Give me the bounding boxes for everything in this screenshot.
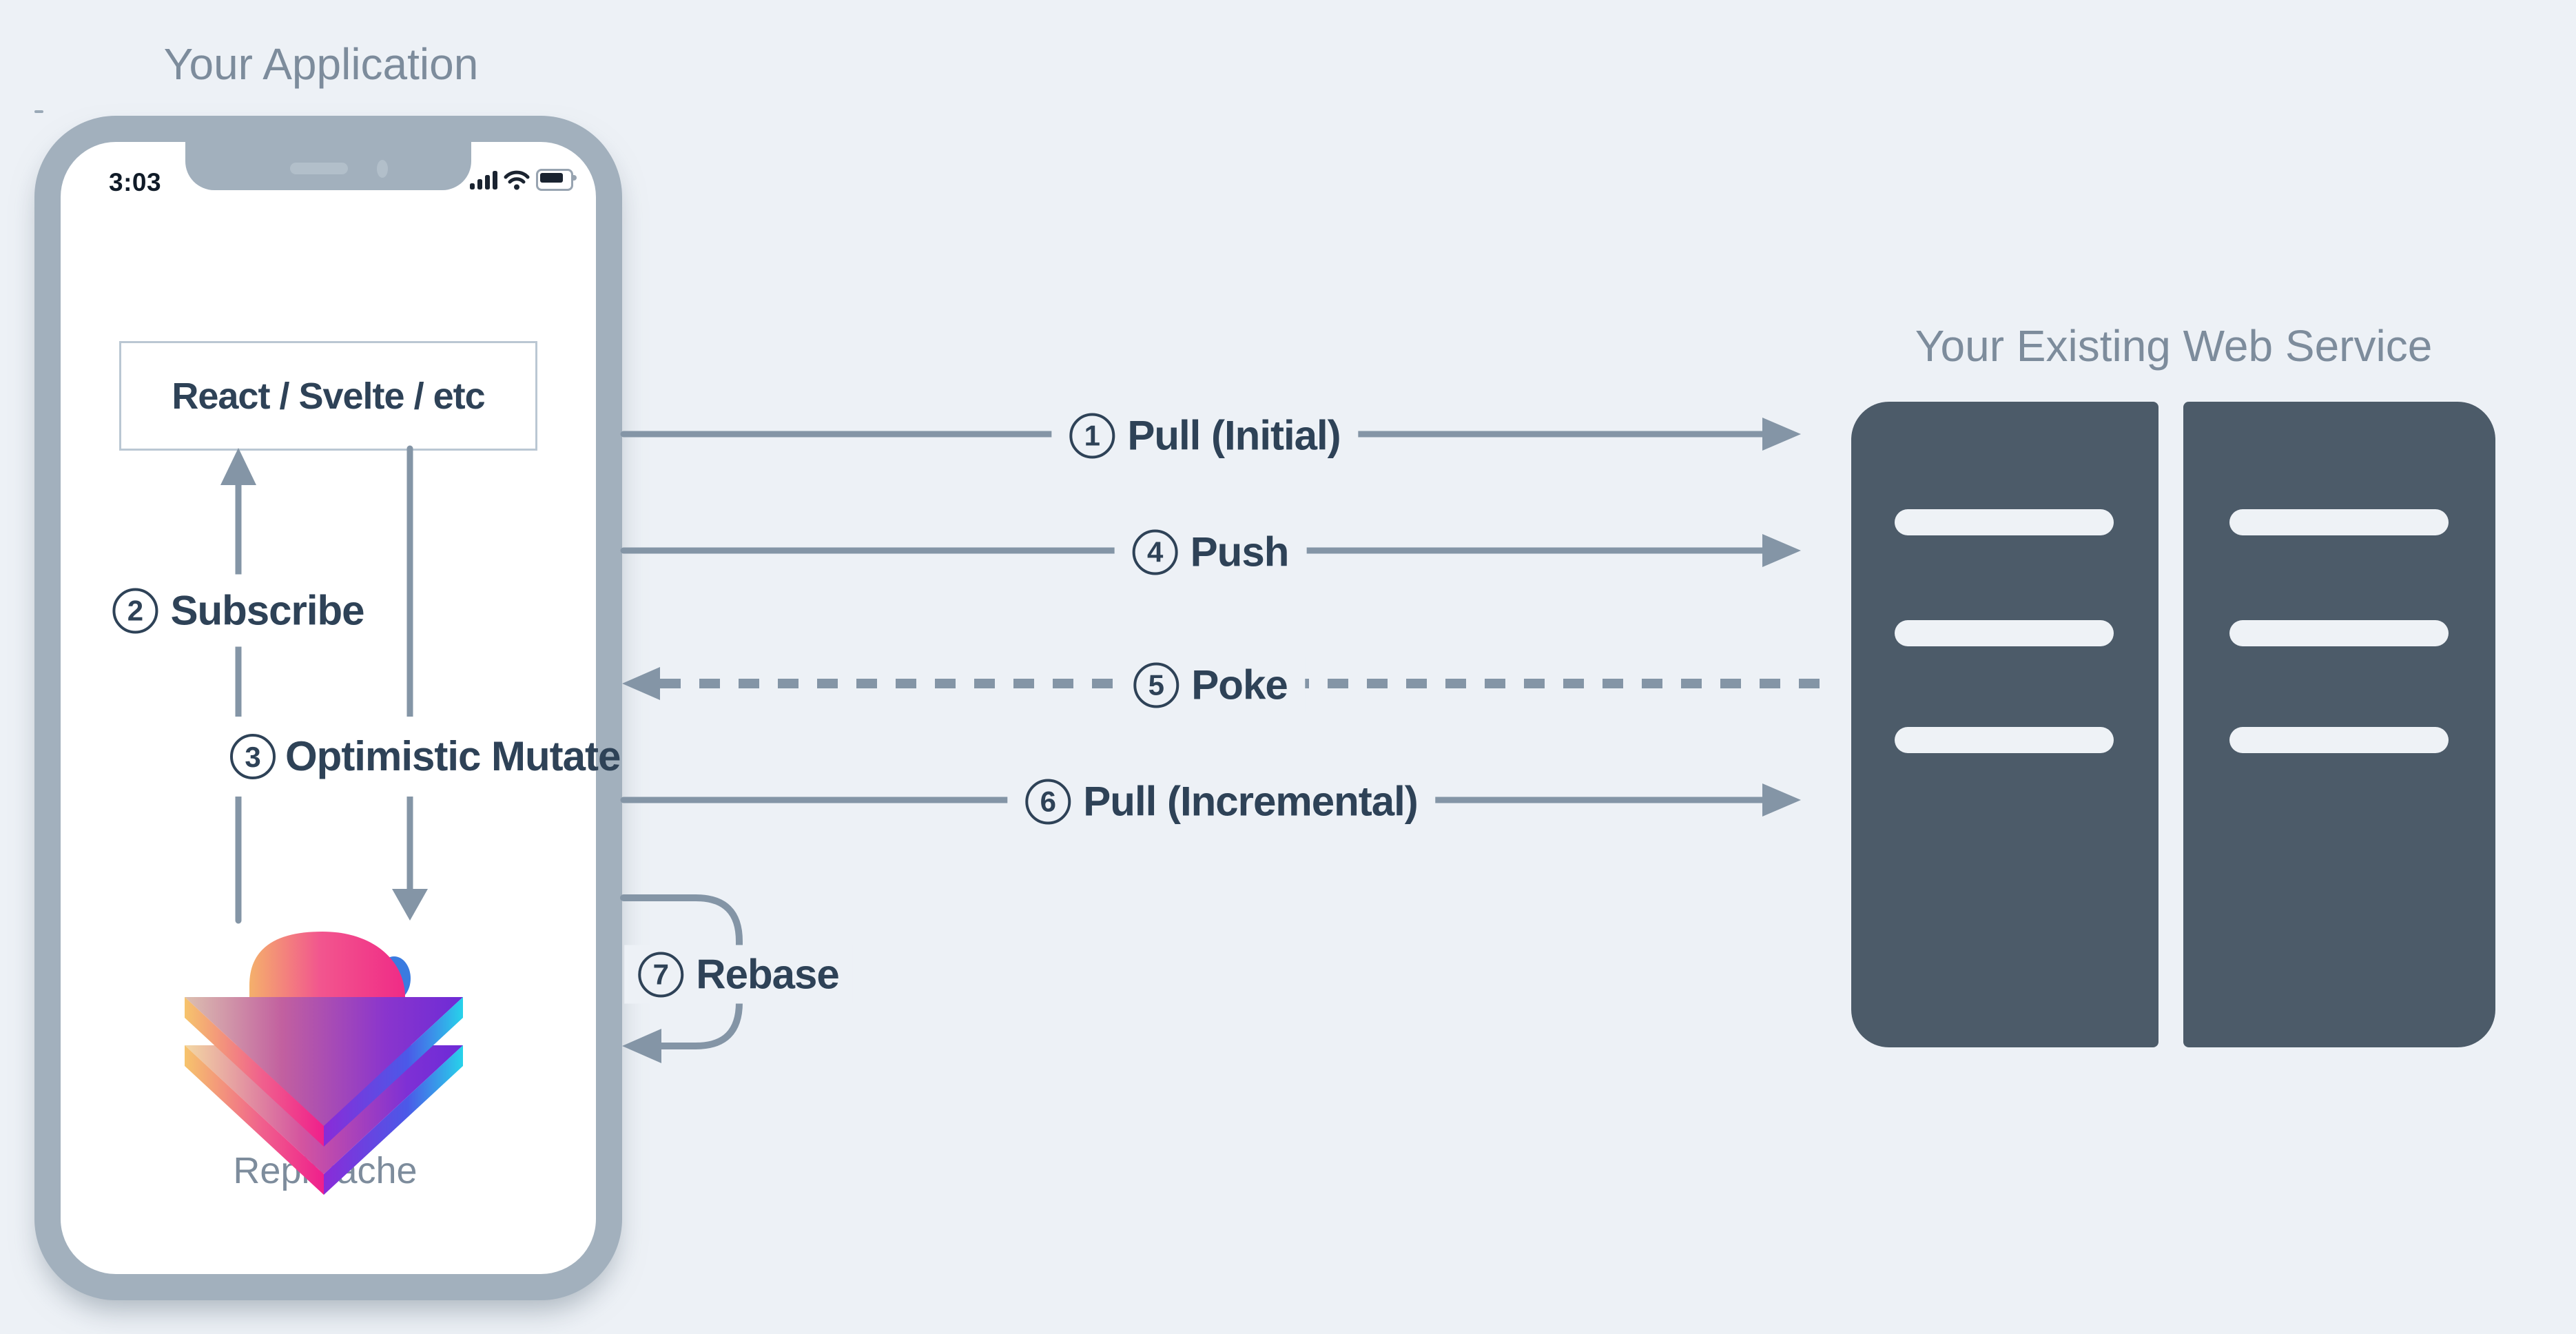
battery-icon: [536, 169, 577, 191]
server-rack-right: [2183, 402, 2495, 1047]
status-icons: [470, 169, 577, 191]
wifi-icon: [504, 170, 530, 190]
replicache-label: Replicache: [233, 1150, 418, 1191]
server-slot: [1895, 620, 2114, 646]
server-slot: [1895, 727, 2114, 753]
step-number-circle: 5: [1133, 662, 1179, 708]
framework-box: React / Svelte / etc: [119, 341, 537, 451]
step-number-circle: 1: [1069, 413, 1115, 458]
flow-label-poke: 5 Poke: [1115, 657, 1306, 713]
phone-notch: [185, 142, 471, 190]
flow-label-text: Optimistic Mutate: [285, 733, 621, 779]
flow-label-text: Push: [1190, 529, 1290, 575]
framework-box-label: React / Svelte / etc: [172, 375, 485, 417]
phone-screen: 3:03 React / Svelte / etc Replicache: [61, 142, 596, 1274]
flow-label-subscribe: 2 Subscribe: [108, 574, 369, 647]
pull-incremental-arrowhead: [1762, 783, 1801, 817]
signal-icon: [470, 170, 497, 189]
server-slot: [2229, 620, 2449, 646]
server-slot: [2229, 509, 2449, 535]
step-number-circle: 7: [638, 952, 684, 997]
flow-label-text: Pull (Initial): [1127, 412, 1341, 459]
pull-initial-arrowhead: [1762, 418, 1801, 451]
flow-label-pull-incremental: 6 Pull (Incremental): [1007, 773, 1436, 830]
server-slot: [1895, 509, 2114, 535]
phone-frame: 3:03 React / Svelte / etc Replicache: [34, 116, 622, 1300]
server-slot: [2229, 727, 2449, 753]
status-time: 3:03: [109, 168, 162, 196]
rebase-arrowhead: [622, 1029, 661, 1063]
server-rack-left: [1851, 402, 2158, 1047]
flow-label-rebase: 7 Rebase: [624, 945, 853, 1004]
server-title: Your Existing Web Service: [1915, 321, 2433, 371]
speaker-icon: [290, 163, 348, 174]
poke-arrowhead: [622, 667, 660, 700]
app-title: Your Application: [163, 39, 479, 89]
camera-icon: [377, 160, 388, 178]
step-number-circle: 2: [112, 588, 158, 633]
flow-label-push: 4 Push: [1114, 524, 1307, 580]
flow-label-text: Rebase: [696, 951, 839, 998]
step-number-circle: 3: [230, 734, 276, 780]
push-arrowhead: [1762, 534, 1801, 567]
step-number-circle: 4: [1132, 529, 1178, 575]
flow-label-text: Pull (Incremental): [1083, 778, 1418, 825]
flow-label-text: Subscribe: [170, 587, 364, 634]
step-number-circle: 6: [1025, 779, 1071, 824]
flow-label-text: Poke: [1191, 661, 1288, 708]
flow-label-pull-initial: 1 Pull (Initial): [1051, 407, 1359, 464]
stray-mark: [34, 110, 43, 113]
